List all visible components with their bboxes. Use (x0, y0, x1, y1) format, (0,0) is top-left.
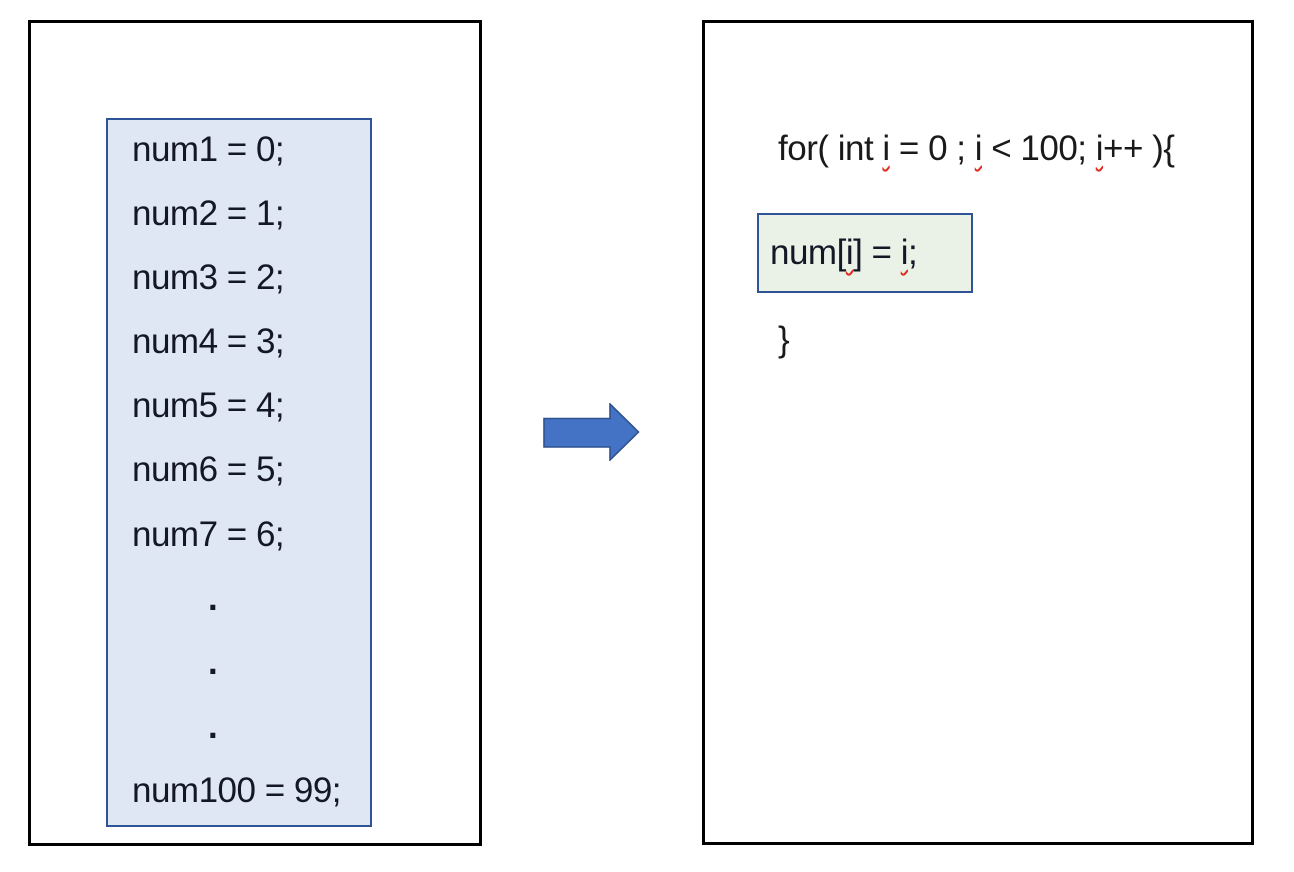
misspelled-word: i (974, 129, 983, 168)
misspelled-word: i (900, 233, 909, 272)
ellipsis-dot: . (208, 706, 218, 746)
ellipsis-dot: . (208, 578, 218, 618)
assignment-line: num6 = 5; (132, 450, 285, 490)
assignment-line: num1 = 0; (132, 130, 285, 169)
misspelled-word: i (882, 129, 890, 168)
assignment-line: num4 = 3; (132, 322, 285, 362)
code-text-run: ++ ){ (1103, 129, 1175, 168)
right-arrow-icon (543, 402, 640, 462)
assignment-line: num5 = 4; (132, 386, 285, 426)
assignment-line: num7 = 6; (132, 514, 285, 554)
code-text-run: ] = (853, 233, 901, 272)
code-text-run: = 0 ; (889, 129, 975, 168)
loop-body-statement: num[i] = i; (770, 233, 918, 273)
for-loop-header: for( int i = 0 ; i < 100; i++ ){ (778, 129, 1175, 168)
loop-body-box: num[i] = i; (757, 213, 973, 293)
variable-list-box: num1 = 0; num2 = 1; num3 = 2; num4 = 3; … (106, 118, 372, 827)
misspelled-word: i (845, 233, 854, 272)
ellipsis-dot: . (208, 642, 218, 682)
code-text-run: ; (908, 233, 918, 272)
misspelled-word: i (1095, 129, 1104, 168)
code-text-run: for( int (778, 129, 883, 168)
assignment-line-last: num100 = 99; (132, 770, 342, 810)
closing-brace: } (778, 320, 790, 359)
code-text-run: num[ (770, 233, 846, 272)
code-text-run: < 100; (982, 129, 1096, 168)
assignment-line: num2 = 1; (132, 194, 285, 234)
assignment-line: num3 = 2; (132, 258, 285, 298)
right-panel (702, 20, 1254, 845)
